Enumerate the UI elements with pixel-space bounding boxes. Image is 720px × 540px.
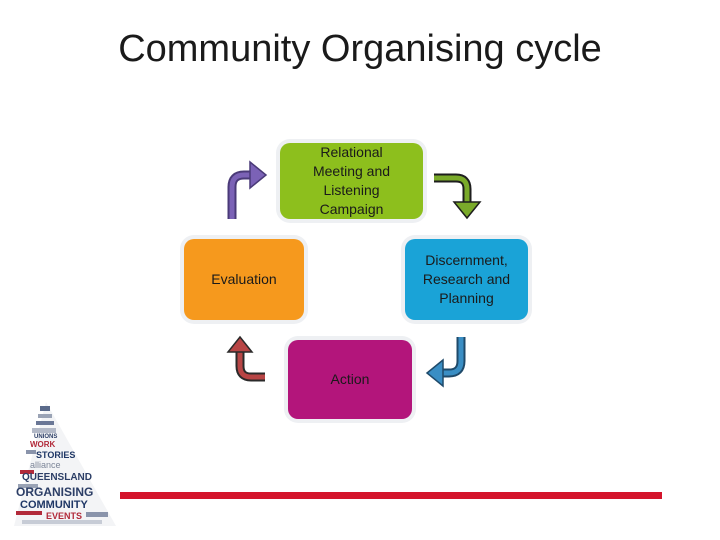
- svg-text:QUEENSLAND: QUEENSLAND: [22, 472, 92, 483]
- stage-evaluation-label: Evaluation: [211, 271, 277, 287]
- stage-action-label: Action: [330, 371, 370, 387]
- community-organising-logo: UNIONS WORK STORIES alliance QUEENSLAND …: [14, 402, 116, 526]
- svg-text:ORGANISING: ORGANISING: [16, 485, 93, 499]
- arrow-evaluation-to-relational-icon: [227, 160, 268, 219]
- svg-text:WORK: WORK: [30, 440, 56, 449]
- svg-text:UNIONS: UNIONS: [34, 434, 57, 440]
- stage-discernment-label: Discernment, Research and Planning: [422, 252, 511, 306]
- arrow-relational-to-discernment-icon: [434, 173, 482, 220]
- arrow-action-to-evaluation-icon: [226, 335, 265, 382]
- stage-discernment-box: Discernment, Research and Planning: [405, 239, 528, 320]
- arrow-discernment-to-action-icon: [425, 337, 466, 388]
- stage-relational-box: Relational Meeting and Listening Campaig…: [280, 143, 423, 219]
- svg-text:EVENTS: EVENTS: [46, 511, 82, 521]
- accent-divider-line: [120, 492, 662, 499]
- slide-title: Community Organising cycle: [118, 28, 602, 70]
- svg-text:COMMUNITY: COMMUNITY: [20, 499, 88, 511]
- svg-text:STORIES: STORIES: [36, 450, 75, 460]
- stage-action-box: Action: [288, 340, 412, 419]
- svg-text:alliance: alliance: [30, 460, 61, 470]
- stage-relational-label: Relational Meeting and Listening Campaig…: [312, 144, 391, 217]
- stage-evaluation-box: Evaluation: [184, 239, 304, 320]
